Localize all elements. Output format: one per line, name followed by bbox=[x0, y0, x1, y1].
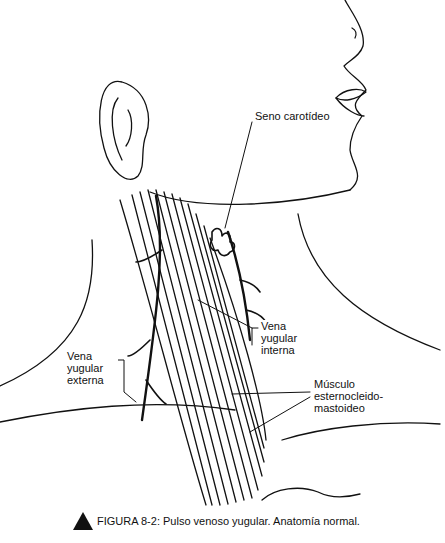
structure-label: Vena yugular externa bbox=[66, 350, 118, 386]
figure-caption: FIGURA 8-2: Pulso venoso yugular. Anatom… bbox=[97, 515, 360, 528]
structure-label: Seno carotídeo bbox=[254, 110, 346, 122]
structure-label: Músculo esternocleido-mastoideo bbox=[313, 378, 407, 414]
structure-label: Vena yugular interna bbox=[260, 320, 308, 356]
